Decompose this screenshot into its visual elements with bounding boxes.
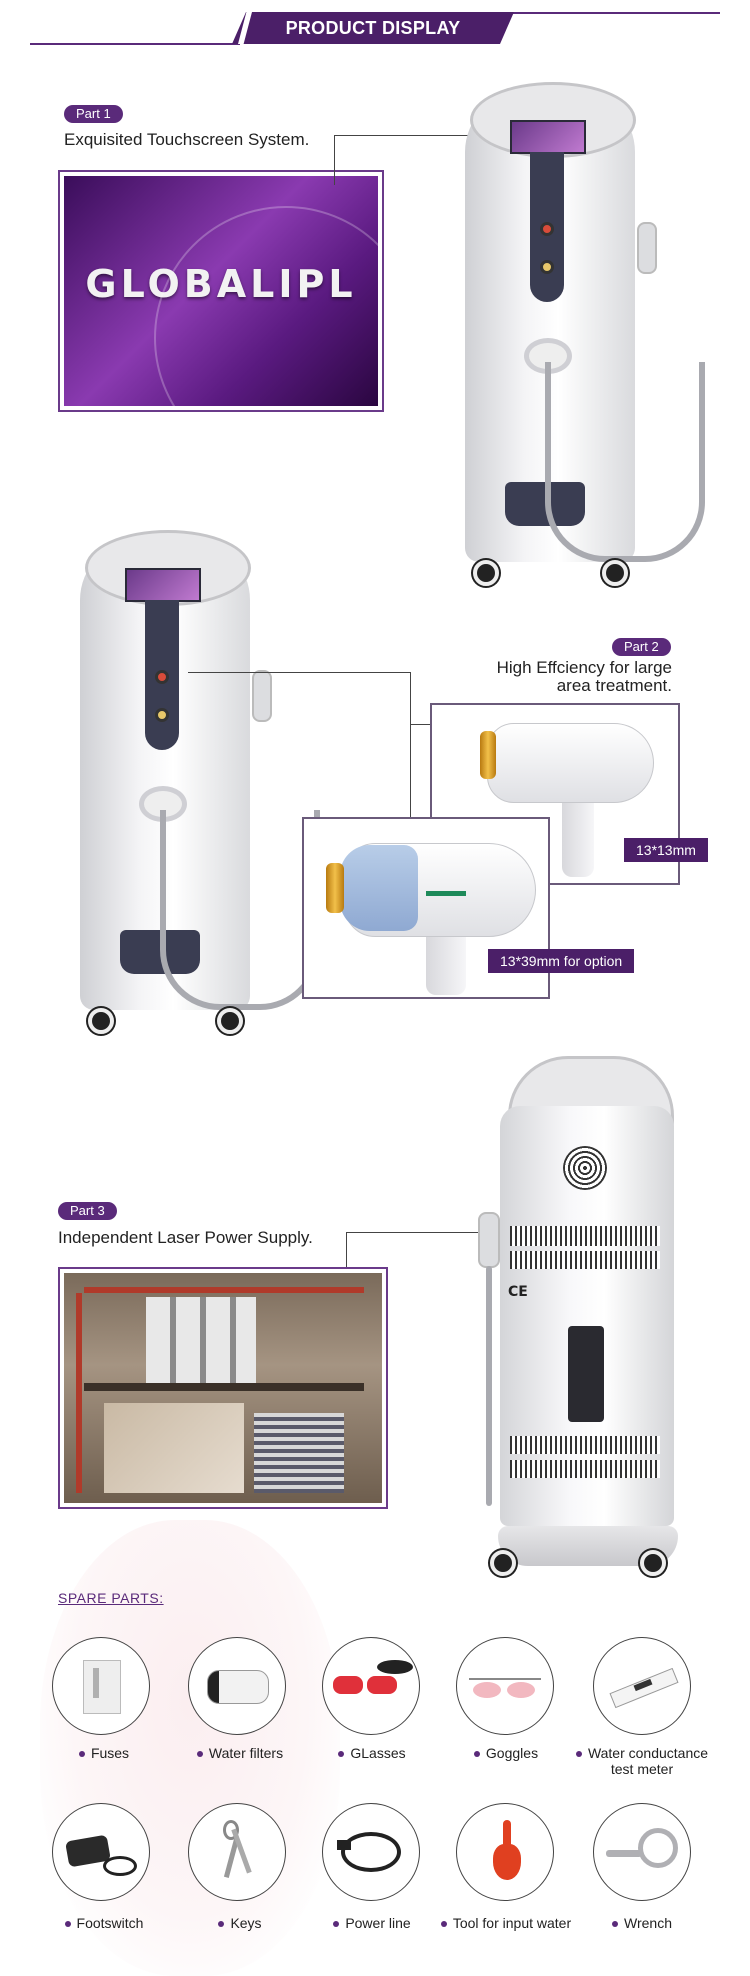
leader-line <box>334 135 506 136</box>
bullet-icon <box>575 1751 582 1758</box>
part3-pill: Part 3 <box>58 1202 117 1220</box>
part2-pill: Part 2 <box>612 638 671 656</box>
leader-line <box>346 1232 510 1233</box>
spare-label: Water conductance test meter <box>587 1745 709 1777</box>
glasses-icon <box>322 1637 420 1735</box>
leader-line <box>188 672 410 673</box>
globalipl-logo: GLOBALIPL <box>85 262 357 306</box>
spare-item-fuses: Fuses <box>34 1745 174 1761</box>
laser-machine-back-image: CE <box>470 1056 690 1586</box>
spare-label: Wrench <box>624 1915 672 1931</box>
fuses-icon <box>52 1637 150 1735</box>
spare-item-glasses: GLasses <box>302 1745 442 1761</box>
spare-parts-title: SPARE PARTS: <box>58 1590 164 1606</box>
spare-label: Tool for input water <box>452 1915 572 1931</box>
bullet-icon <box>333 1921 340 1928</box>
bullet-icon <box>440 1921 447 1928</box>
spare-label: Footswitch <box>76 1915 144 1931</box>
footswitch-icon <box>52 1803 150 1901</box>
goggles-icon <box>456 1637 554 1735</box>
bullet-icon <box>78 1751 85 1758</box>
background-figure <box>40 1520 340 1976</box>
bullet-icon <box>196 1751 203 1758</box>
bullet-icon <box>64 1921 71 1928</box>
water-filter-icon <box>188 1637 286 1735</box>
keys-icon <box>188 1803 286 1901</box>
spare-item-water-tool: Tool for input water <box>436 1915 576 1931</box>
spare-label: Keys <box>230 1915 262 1931</box>
power-supply-image <box>58 1267 388 1509</box>
spare-item-wrench: Wrench <box>572 1915 712 1931</box>
header-line-right <box>505 12 720 14</box>
spare-label: GLasses <box>350 1745 406 1761</box>
spare-item-test-meter: Water conductance test meter <box>572 1745 712 1777</box>
header-line-left <box>30 43 240 45</box>
spare-item-power-line: Power line <box>302 1915 442 1931</box>
bullet-icon <box>473 1751 480 1758</box>
bullet-icon <box>218 1921 225 1928</box>
header-banner <box>232 12 514 44</box>
spare-label: Goggles <box>485 1745 539 1761</box>
spare-item-keys: Keys <box>170 1915 310 1931</box>
part1-title: Exquisited Touchscreen System. <box>64 130 310 149</box>
part2-title-line2: area treatment. <box>556 676 672 695</box>
bullet-icon <box>612 1921 618 1928</box>
part3-title: Independent Laser Power Supply. <box>58 1228 313 1247</box>
spare-item-water-filters: Water filters <box>170 1745 310 1761</box>
part2-title-line1: High Effciency for large <box>496 658 672 677</box>
power-line-icon <box>322 1803 420 1901</box>
page-title: PRODUCT DISPLAY <box>285 18 461 38</box>
leader-line <box>410 672 411 822</box>
spare-item-footswitch: Footswitch <box>34 1915 174 1931</box>
wrench-icon <box>593 1803 691 1901</box>
spare-label: Water filters <box>208 1745 284 1761</box>
spare-label: Fuses <box>90 1745 130 1761</box>
part1-pill: Part 1 <box>64 105 123 123</box>
spare-item-goggles: Goggles <box>436 1745 576 1761</box>
laser-machine-front-image-2 <box>75 530 335 1050</box>
leader-line <box>410 724 444 725</box>
touchscreen-image: GLOBALIPL <box>58 170 384 412</box>
spare-label: Power line <box>345 1915 411 1931</box>
tag-13x39: 13*39mm for option <box>488 949 635 973</box>
tag-13x13: 13*13mm <box>624 838 708 862</box>
water-tool-icon <box>456 1803 554 1901</box>
laser-machine-front-image <box>440 82 710 602</box>
bullet-icon <box>338 1751 345 1758</box>
test-meter-icon <box>593 1637 691 1735</box>
handpiece-13x39-image <box>302 817 550 999</box>
leader-line <box>334 135 335 185</box>
leader-line <box>346 1232 347 1280</box>
